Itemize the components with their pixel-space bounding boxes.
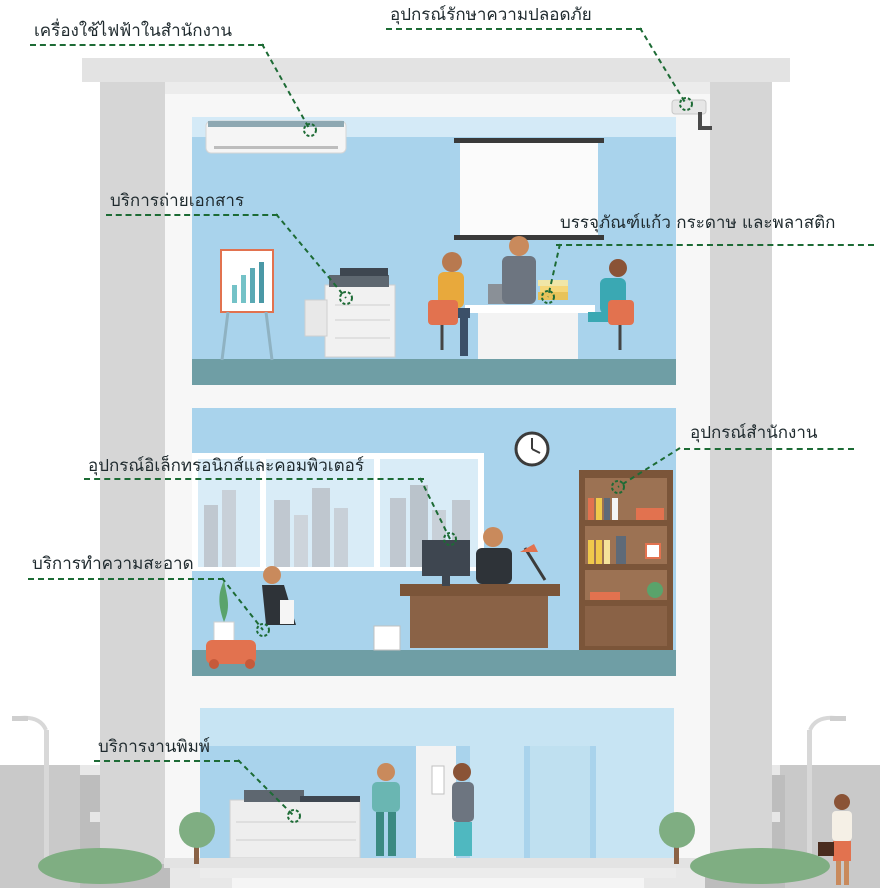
printer-icon [229, 790, 361, 859]
label-copy-service: บริการถ่ายเอกสาร [110, 191, 245, 211]
lobby-people [372, 763, 474, 856]
label-office-appliances: เครื่องใช้ไฟฟ้าในสำนักงาน [34, 21, 233, 41]
leader-lines [221, 27, 687, 817]
photocopier-icon [304, 268, 396, 358]
street-lamp-left [12, 715, 49, 870]
label-underline [556, 244, 874, 246]
flip-chart-icon [220, 249, 274, 361]
label-packaging: บรรจุภัณฑ์แก้ว กระดาษ และพลาสติก [560, 213, 836, 233]
label-underline [684, 448, 854, 450]
label-underline [94, 760, 240, 762]
label-underline [106, 214, 278, 216]
label-office-equipment: อุปกรณ์สำนักงาน [690, 423, 818, 443]
right-pillar [710, 82, 772, 864]
projector-screen-icon [454, 138, 604, 240]
label-underline [28, 578, 224, 580]
label-security-equipment: อุปกรณ์รักษาความปลอดภัย [390, 5, 592, 25]
label-underline [84, 478, 424, 480]
walking-woman [818, 794, 852, 885]
vacuum-cleaner-icon [206, 566, 296, 669]
label-cleaning-service: บริการทำความสะอาด [32, 554, 194, 574]
label-electronics-computers: อุปกรณ์อิเล็กทรอนิกส์และคอมพิวเตอร์ [88, 456, 365, 476]
cctv-camera-icon [671, 99, 712, 130]
bookshelf-icon [579, 470, 673, 650]
label-underline [386, 28, 642, 30]
leader-target-circles [256, 97, 693, 823]
air-conditioner-icon [205, 120, 347, 154]
label-printing-service: บริการงานพิมพ์ [98, 737, 210, 757]
trees-and-bushes [38, 812, 830, 884]
manager-desk-scene [400, 527, 560, 648]
label-underline [30, 44, 264, 46]
left-pillar [100, 82, 165, 864]
roof-slab [82, 58, 790, 82]
street-lamp-right [807, 715, 846, 870]
roof-band [100, 82, 772, 94]
entrance-steps [164, 858, 712, 888]
meeting-scene [428, 236, 634, 359]
wall-clock-icon [514, 431, 550, 467]
